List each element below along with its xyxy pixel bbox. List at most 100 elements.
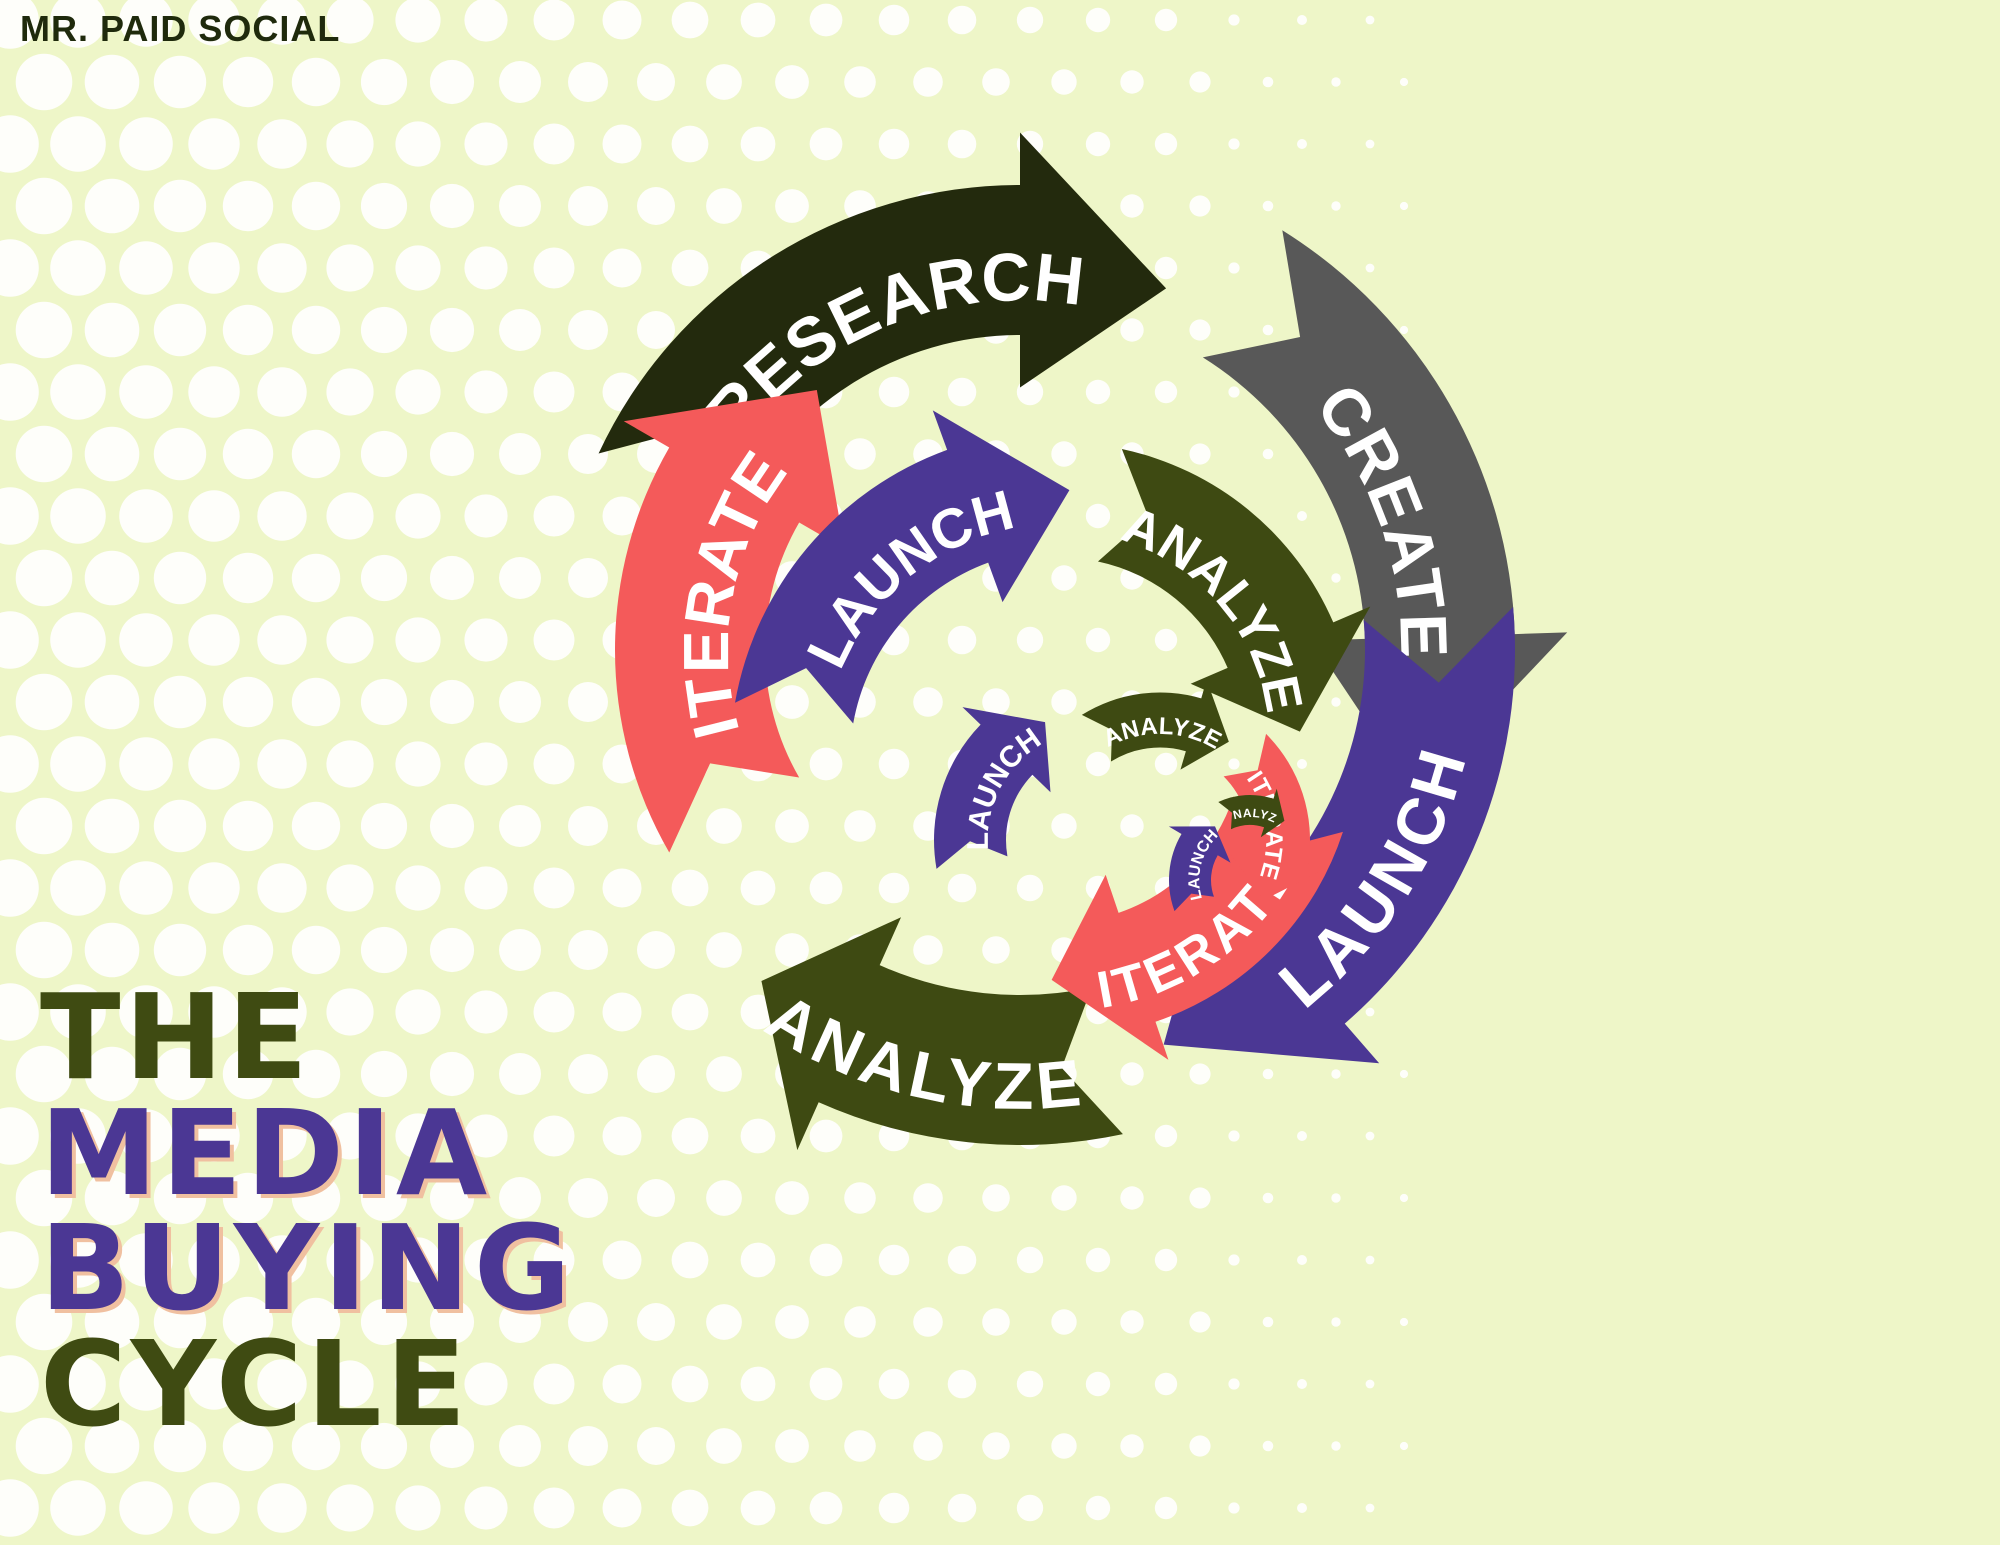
halftone-dot <box>429 927 475 973</box>
halftone-dot <box>878 872 910 904</box>
halftone-dot <box>50 736 106 792</box>
halftone-dot <box>50 116 106 172</box>
halftone-dot <box>1154 1248 1178 1272</box>
halftone-dot <box>568 806 608 846</box>
halftone-dot <box>1051 565 1077 591</box>
halftone-dot <box>982 68 1010 96</box>
halftone-dot <box>429 803 475 849</box>
halftone-dot <box>878 376 910 408</box>
halftone-dot <box>257 1483 307 1533</box>
halftone-dot <box>291 677 341 727</box>
halftone-dot <box>84 798 140 854</box>
halftone-dot <box>395 1113 441 1159</box>
halftone-dot <box>1016 626 1044 654</box>
halftone-dot <box>326 120 374 168</box>
halftone-dot <box>50 1232 106 1288</box>
halftone-dot <box>395 1485 441 1531</box>
halftone-dot <box>1051 813 1077 839</box>
arrow-iterate-outer: ITERATE <box>615 389 845 853</box>
halftone-dot <box>602 248 642 288</box>
halftone-dot <box>464 990 508 1034</box>
halftone-dot <box>1085 1247 1111 1273</box>
halftone-dot <box>464 742 508 786</box>
halftone-dot <box>1399 1193 1409 1203</box>
halftone-dot <box>1085 751 1111 777</box>
halftone-dot <box>1120 1186 1144 1210</box>
halftone-dot <box>878 1492 910 1524</box>
halftone-dot <box>706 1056 742 1092</box>
halftone-dot <box>119 1109 173 1163</box>
halftone-dot <box>602 496 642 536</box>
halftone-dot <box>1365 1007 1375 1017</box>
halftone-dot <box>188 366 240 418</box>
halftone-dot <box>0 735 39 793</box>
halftone-dot <box>1399 1317 1409 1327</box>
halftone-dot <box>84 674 140 730</box>
halftone-dot <box>326 368 374 416</box>
halftone-dot <box>1189 1063 1211 1085</box>
halftone-dot <box>0 859 39 917</box>
halftone-dot <box>1016 6 1044 34</box>
halftone-dot <box>1051 69 1077 95</box>
halftone-dot <box>1365 263 1375 273</box>
halftone-dot <box>188 1110 240 1162</box>
halftone-dot <box>50 364 106 420</box>
halftone-dot <box>844 1182 876 1214</box>
halftone-dot <box>1399 1441 1409 1451</box>
halftone-dot <box>153 303 207 357</box>
halftone-dot <box>84 178 140 234</box>
halftone-dot <box>153 179 207 233</box>
halftone-dot <box>533 1363 575 1405</box>
halftone-dot <box>1228 14 1240 26</box>
halftone-dot <box>671 1 709 39</box>
arrow-analyze-outer: ANALYZE <box>754 917 1123 1151</box>
halftone-dot <box>464 246 508 290</box>
halftone-dot <box>1331 1317 1341 1327</box>
halftone-dot <box>982 936 1010 964</box>
halftone-dot <box>464 1486 508 1530</box>
halftone-dot <box>15 1169 73 1227</box>
halftone-dot <box>1331 1069 1341 1079</box>
halftone-dot <box>947 5 977 35</box>
halftone-dot <box>1154 752 1178 776</box>
halftone-dot <box>809 3 843 37</box>
halftone-dot <box>15 673 73 731</box>
halftone-dot <box>1365 1131 1375 1141</box>
halftone-dot <box>1085 379 1111 405</box>
halftone-dot <box>809 1491 843 1525</box>
halftone-dot <box>1297 1255 1307 1265</box>
halftone-dot <box>568 434 608 474</box>
arrow-shape-launch-3 <box>934 707 1051 869</box>
halftone-dot <box>291 925 341 975</box>
halftone-dot <box>706 1304 742 1340</box>
halftone-dot <box>533 867 575 909</box>
halftone-dot <box>602 1240 642 1280</box>
halftone-dot <box>1189 1311 1211 1333</box>
halftone-dot <box>913 1183 943 1213</box>
halftone-dot <box>913 935 943 965</box>
halftone-dot <box>533 495 575 537</box>
halftone-dot <box>602 1364 642 1404</box>
halftone-dot <box>740 1118 776 1154</box>
halftone-dot <box>1051 441 1077 467</box>
halftone-dot <box>257 243 307 293</box>
halftone-dot <box>1399 325 1409 335</box>
halftone-dot <box>222 800 274 852</box>
halftone-dot <box>0 983 39 1041</box>
halftone-dot <box>1154 628 1178 652</box>
arrow-shape-analyze-outer <box>761 917 1123 1151</box>
halftone-dot <box>257 739 307 789</box>
halftone-dot <box>982 1432 1010 1460</box>
halftone-dot <box>775 1305 809 1339</box>
halftone-dot <box>0 1231 39 1289</box>
halftone-dot <box>1297 139 1307 149</box>
halftone-dot <box>602 868 642 908</box>
arrow-shape-iterate-outer <box>615 389 845 853</box>
arrow-shape-analyze-3 <box>1081 679 1229 770</box>
halftone-dot <box>775 189 809 223</box>
halftone-dot <box>706 188 742 224</box>
halftone-dot <box>291 181 341 231</box>
halftone-dot <box>602 1488 642 1528</box>
halftone-dot <box>775 809 809 843</box>
halftone-dot <box>499 805 541 847</box>
